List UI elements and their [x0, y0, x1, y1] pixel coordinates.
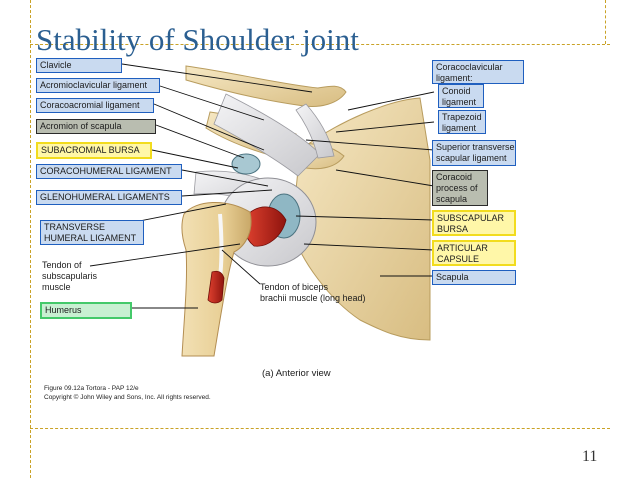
label-line: BURSA: [437, 224, 469, 234]
label-line: scapula: [436, 194, 468, 204]
biceps-tendon: [218, 213, 224, 279]
label-tendon-subscapularis: Tendon of subscapularis muscle: [42, 260, 97, 293]
label-line: brachii muscle (long head): [260, 293, 366, 303]
figure-credit: Figure 09.12a Tortora - PAP 12/e Copyrig…: [44, 384, 211, 402]
ligament-band: [295, 103, 335, 159]
label-line: ligament: [442, 97, 477, 107]
left-guide-line: [30, 0, 31, 478]
top-rule: [30, 44, 610, 45]
label-line: Tendon of: [42, 260, 82, 270]
label-line: muscle: [42, 282, 71, 292]
label-line: Coracoid: [436, 172, 473, 182]
label-line: process of: [436, 183, 478, 193]
label-subacromial-bursa: SUBACROMIAL BURSA: [36, 142, 152, 159]
label-transverse-humeral-ligament: TRANSVERSE HUMERAL LIGAMENT: [40, 220, 144, 245]
label-acromion: Acromion of scapula: [36, 119, 156, 134]
label-line: ARTICULAR: [437, 243, 488, 253]
label-line: scapular ligament: [436, 153, 507, 163]
label-trapezoid-ligament: Trapezoid ligament: [438, 110, 486, 134]
label-coracoid-process: Coracoid process of scapula: [432, 170, 488, 206]
label-subscapular-bursa: SUBSCAPULAR BURSA: [432, 210, 516, 236]
slide-title: Stability of Shoulder joint: [36, 22, 359, 57]
label-line: Tendon of biceps: [260, 282, 329, 292]
label-superior-transverse-scapular-ligament: Superior transverse scapular ligament: [432, 140, 516, 166]
label-conoid-ligament: Conoid ligament: [438, 84, 484, 108]
label-line: HUMERAL LIGAMENT: [44, 233, 137, 243]
figure-caption: (a) Anterior view: [262, 368, 331, 379]
credit-line: Copyright © John Wiley and Sons, Inc. Al…: [44, 394, 211, 401]
label-biceps-tendon: Tendon of biceps brachii muscle (long he…: [260, 282, 366, 304]
label-coracohumeral-ligament: CORACOHUMERAL LIGAMENT: [36, 164, 182, 179]
clavicle-bone: [185, 65, 347, 107]
label-line: Trapezoid: [442, 112, 482, 122]
label-line: ligament: [442, 123, 477, 133]
subacromial-bursa: [231, 153, 261, 175]
bottom-rule: [30, 428, 610, 429]
label-scapula: Scapula: [432, 270, 516, 285]
label-line: ligament:: [436, 73, 473, 83]
label-line: SUBSCAPULAR: [437, 213, 505, 223]
label-line: TRANSVERSE: [44, 222, 106, 232]
ligament-band: [213, 93, 321, 177]
label-glenohumeral-ligaments: GLENOHUMERAL LIGAMENTS: [36, 190, 182, 205]
right-guide-line: [605, 0, 606, 44]
label-acromioclavicular-ligament: Acromioclavicular ligament: [36, 78, 160, 93]
label-line: Coracoclavicular: [436, 62, 503, 72]
label-clavicle: Clavicle: [36, 58, 122, 73]
label-coracoacromial-ligament: Coracoacromial ligament: [36, 98, 154, 113]
page-number: 11: [582, 448, 598, 465]
label-coracoclavicular-ligament: Coracoclavicular ligament:: [432, 60, 524, 84]
label-line: Superior transverse: [436, 142, 515, 152]
label-line: subscapularis: [42, 271, 98, 281]
label-humerus: Humerus: [40, 302, 132, 319]
credit-line: Figure 09.12a Tortora - PAP 12/e: [44, 385, 139, 392]
label-articular-capsule: ARTICULAR CAPSULE: [432, 240, 516, 266]
label-line: CAPSULE: [437, 254, 480, 264]
biceps-muscle: [207, 270, 225, 304]
label-line: Conoid: [442, 86, 471, 96]
